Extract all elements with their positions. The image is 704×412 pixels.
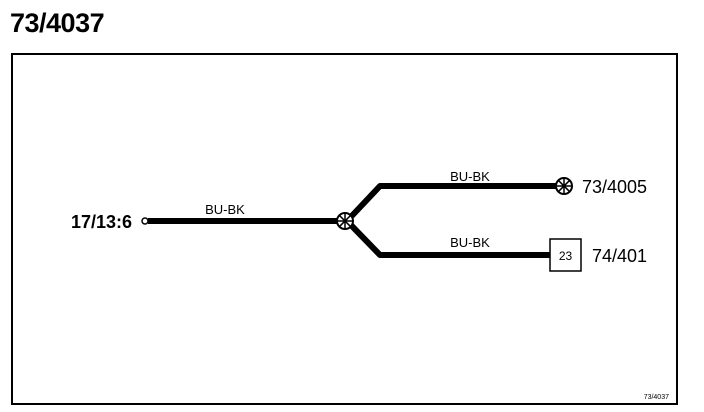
diagram-reference-label: 73/4037 [644,394,669,401]
wire-main-color-label: BU-BK [205,202,245,217]
source-connector-label: 17/13:6 [71,212,132,232]
wire-upper-color-label: BU-BK [450,169,490,184]
wire-upper [344,183,558,224]
source-terminal-icon [141,217,149,225]
upper-target-splice-icon [555,177,573,195]
wire-lower-color-label: BU-BK [450,235,490,250]
splice-node-icon [336,212,354,230]
lower-target-connector-box [549,238,582,272]
lower-target-pin-label: 23 [559,249,573,263]
page-title: 73/4037 [10,8,105,38]
diagram-frame [11,53,678,405]
wire-lower [344,218,550,258]
lower-target-label: 74/401 [592,246,647,266]
upper-target-label: 73/4005 [582,177,647,197]
